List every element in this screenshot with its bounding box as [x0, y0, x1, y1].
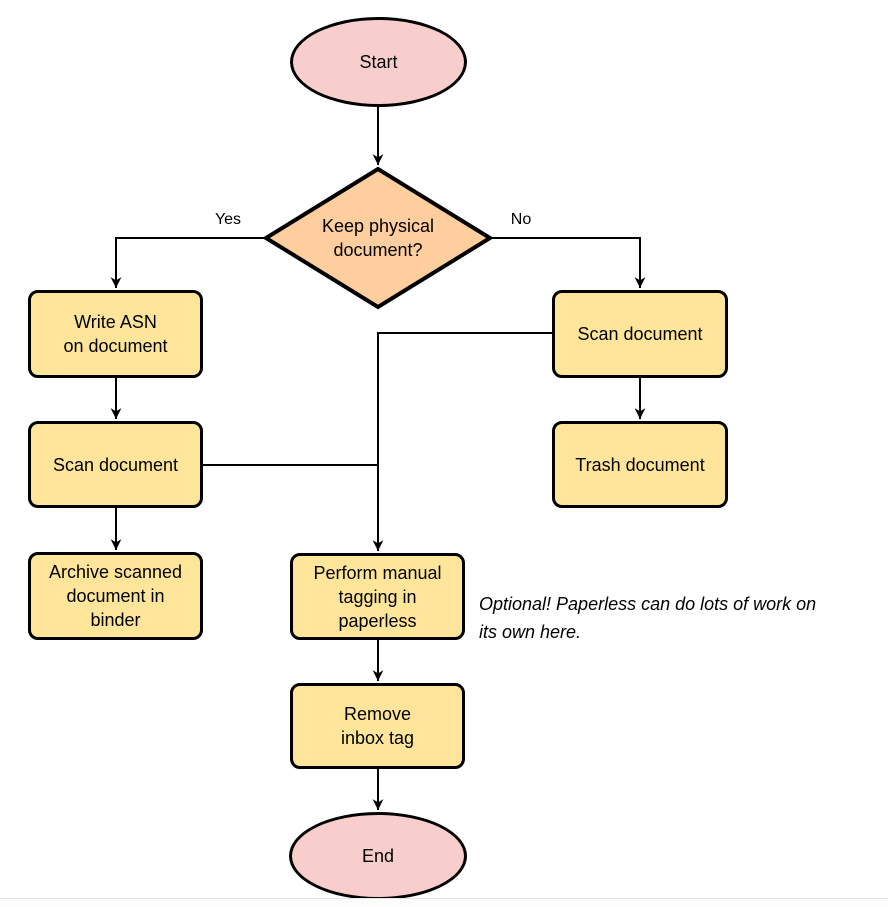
edge-scan-right-to-tagging — [372, 332, 552, 551]
page-bottom-edge — [0, 898, 888, 907]
edge-decision-yes-to-write-asn — [110, 237, 265, 288]
node-scan-document-left: Scan document — [28, 421, 203, 508]
node-archive-scanned: Archive scanned document in binder — [28, 552, 203, 640]
node-decision: Keep physical document? — [262, 165, 494, 311]
node-remove-inbox-tag: Remove inbox tag — [290, 683, 465, 769]
node-trash-document: Trash document — [552, 421, 728, 508]
node-scan-document-right: Scan document — [552, 290, 728, 378]
node-write-asn: Write ASN on document — [28, 290, 203, 378]
edge-label-no: No — [510, 211, 532, 228]
decision-label: Keep physical document? — [321, 216, 435, 260]
decision-diamond-shape — [262, 166, 494, 310]
node-end: End — [289, 812, 467, 900]
edge-decision-no-to-scan-right — [491, 237, 646, 288]
node-start: Start — [290, 17, 467, 107]
edge-label-yes: Yes — [214, 211, 242, 228]
optional-note: Optional! Paperless can do lots of work … — [479, 594, 817, 642]
node-manual-tagging: Perform manual tagging in paperless — [290, 553, 465, 640]
